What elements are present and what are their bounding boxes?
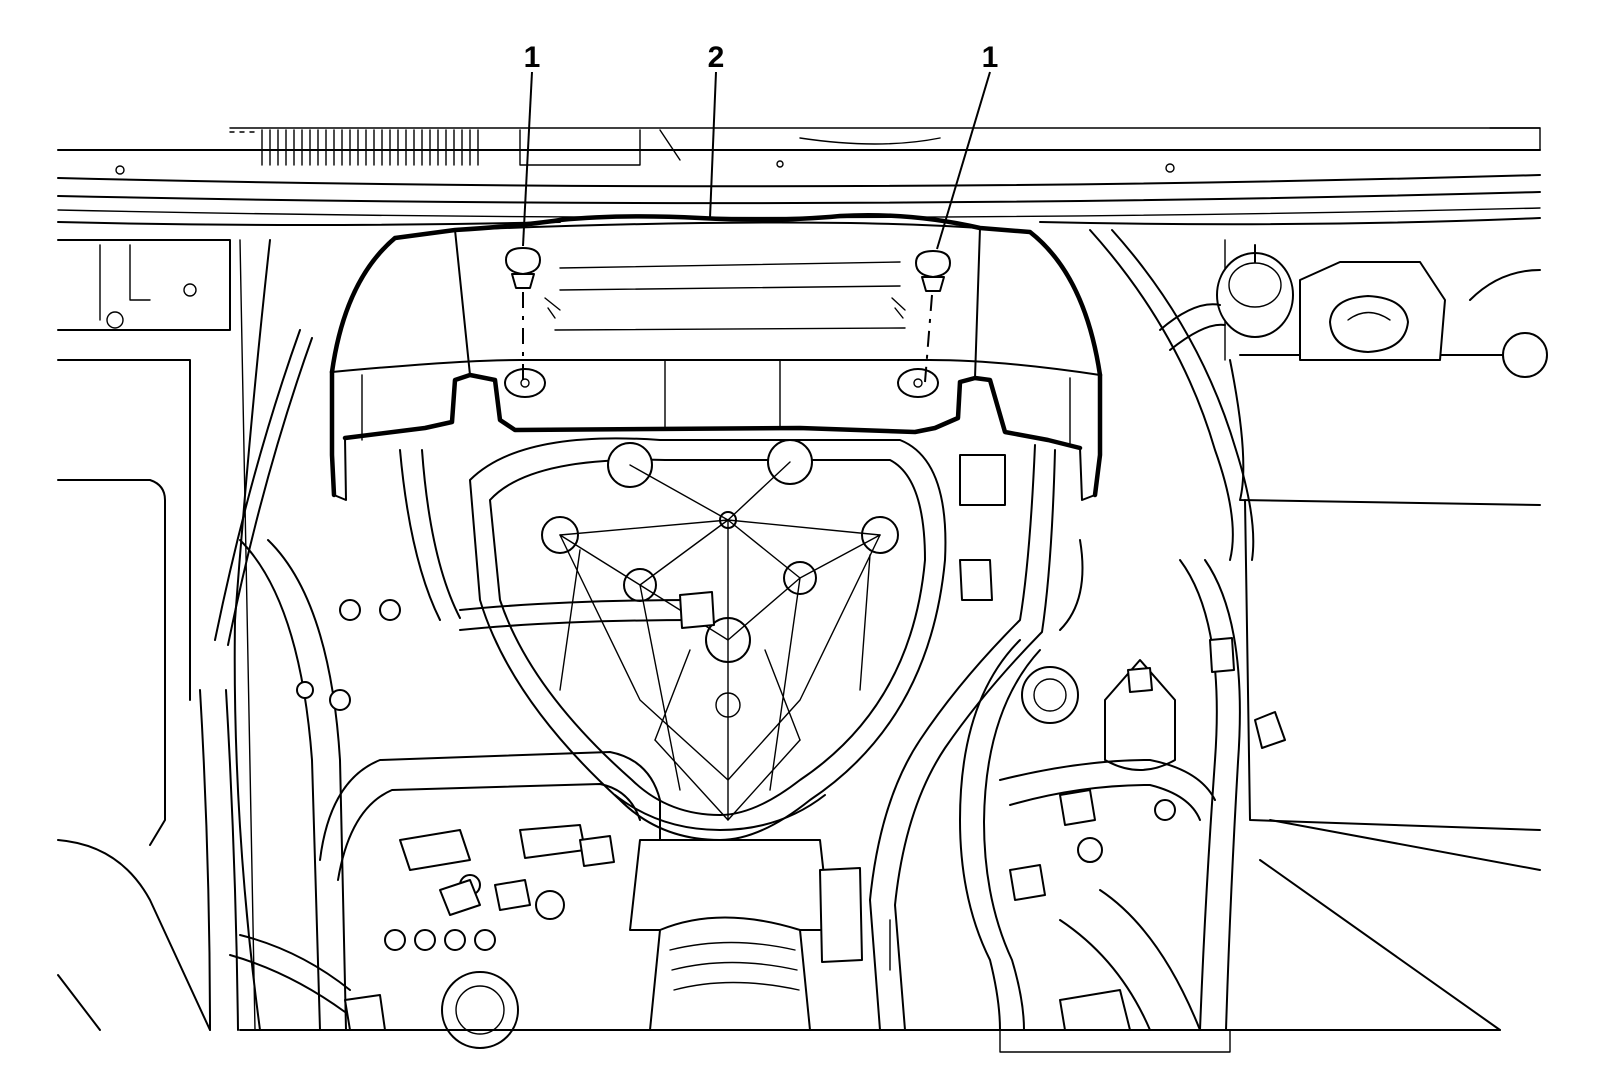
left-hoses: [199, 329, 347, 1031]
reservoir-cap-left: [1216, 244, 1294, 338]
callout-label-cover: 2: [708, 41, 725, 74]
grille-slats: [229, 129, 681, 166]
callout-label-right-fastener: 1: [982, 41, 999, 74]
right-hose-bundle: [1089, 229, 1286, 1031]
throttle-body: [629, 839, 891, 1031]
callout-leader-left-fastener: [522, 71, 533, 247]
callout-leader-cover: [709, 71, 717, 219]
right-harness: [869, 444, 1084, 1031]
callout-leader-right-fastener: [936, 71, 991, 250]
intake-manifold: [469, 437, 947, 841]
connectors-left: [229, 835, 615, 1031]
callout-label-left-fastener: 1: [524, 41, 541, 74]
right-fastener: [915, 250, 951, 383]
reservoir-cap-center: [1299, 261, 1446, 361]
reservoir-cap-right: [1469, 269, 1548, 378]
right-engine-side: [959, 454, 1216, 1031]
callouts: 1 2 1: [522, 41, 999, 250]
bay-lower-bracket: [999, 1029, 1231, 1053]
engine-cover: [329, 212, 1103, 501]
oil-filler: [441, 971, 519, 1049]
left-valve-cover: [296, 599, 661, 951]
crossover-hose: [399, 449, 715, 631]
cowl-panel: [57, 127, 1541, 226]
left-fastener: [505, 247, 541, 380]
left-fender-structure: [57, 239, 271, 1031]
